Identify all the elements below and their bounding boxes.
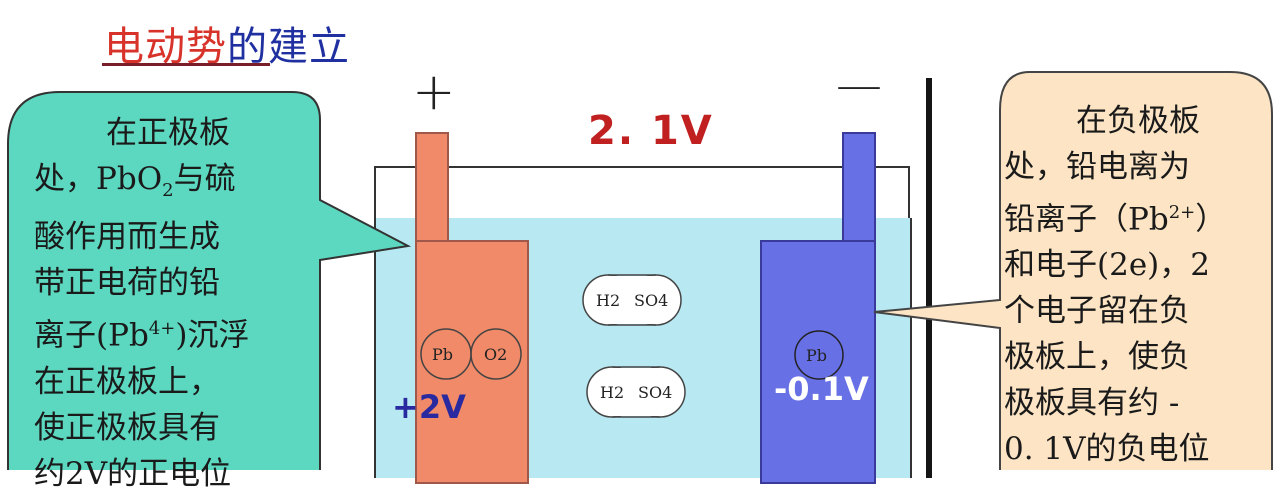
right-line-5: 个电子留在负 — [1004, 293, 1190, 330]
right-line-3-sup: 2+ — [1168, 202, 1196, 223]
left-line-5-sup: 4+ — [148, 318, 176, 340]
title-underline — [102, 63, 270, 66]
molecule-2-right: SO4 — [638, 383, 672, 402]
pb-molecule: Pb — [794, 330, 844, 380]
left-line-4: 带正电荷的铅 — [34, 265, 220, 302]
title-blue-part: 的建立 — [227, 24, 350, 70]
right-callout-text: 在负极板 处，铅电离为 铅离子（Pb2+） 和电子(2e)，2 个电子留在负 极… — [1004, 98, 1226, 472]
right-line-1: 在负极板 — [1076, 103, 1200, 139]
left-line-2b: 与硫 — [173, 161, 236, 197]
h2so4-molecule-2: H2 SO4 — [586, 366, 686, 418]
right-line-3a: 铅离子（Pb — [1004, 201, 1169, 238]
divider-bar — [926, 78, 932, 478]
left-line-6: 在正极板上， — [34, 363, 220, 400]
molecule-1-right: SO4 — [634, 291, 668, 310]
left-line-7: 使正极板具有 — [34, 409, 220, 446]
left-callout-bubble — [7, 91, 412, 470]
pb-label: Pb — [806, 346, 827, 365]
positive-terminal — [415, 132, 449, 246]
right-callout-bubble — [873, 71, 1273, 470]
h2so4-molecule-1: H2 SO4 — [582, 274, 682, 326]
voltage-label: 2. 1V — [588, 108, 714, 154]
left-line-2-sub: 2 — [162, 180, 174, 202]
tank-upper-frame — [374, 166, 910, 220]
right-line-4: 和电子(2e)，2 — [1004, 247, 1210, 284]
pbo2-left: Pb — [432, 345, 453, 364]
right-line-2: 处，铅电离为 — [1004, 149, 1190, 185]
callout-shapes — [7, 71, 1273, 470]
right-line-6: 极板上，使负 — [1004, 339, 1190, 376]
page-title: 电动势的建立 — [104, 14, 350, 72]
left-line-8: 约2V的正电位 — [34, 455, 232, 492]
left-line-5a: 离子(Pb — [34, 317, 149, 354]
positive-sign: + — [412, 62, 456, 122]
molecule-1-left: H2 — [596, 291, 620, 310]
right-line-8: 0. 1V的负电位 — [1004, 431, 1210, 468]
title-red-part: 电动势 — [104, 24, 227, 70]
pbo2-right: O2 — [484, 345, 507, 364]
negative-sign: — — [836, 58, 882, 112]
left-line-3: 酸作用而生成 — [34, 219, 220, 256]
negative-voltage: -0.1V — [774, 370, 869, 408]
positive-voltage: +2V — [392, 388, 466, 426]
right-line-3b: ） — [1195, 201, 1227, 238]
molecule-2-left: H2 — [600, 383, 624, 402]
pbo2-molecule: Pb O2 — [420, 328, 522, 380]
left-line-1: 在正极板 — [106, 115, 230, 151]
left-line-2a: 处，PbO — [34, 161, 163, 197]
left-line-5b: )沉浮 — [175, 317, 250, 354]
negative-plate — [760, 240, 876, 484]
right-line-7: 极板具有约 - — [1004, 385, 1180, 422]
negative-terminal — [842, 132, 876, 246]
left-callout-text: 在正极板 处，PbO2与硫 酸作用而生成 带正电荷的铅 离子(Pb4+)沉浮 在… — [34, 110, 249, 497]
